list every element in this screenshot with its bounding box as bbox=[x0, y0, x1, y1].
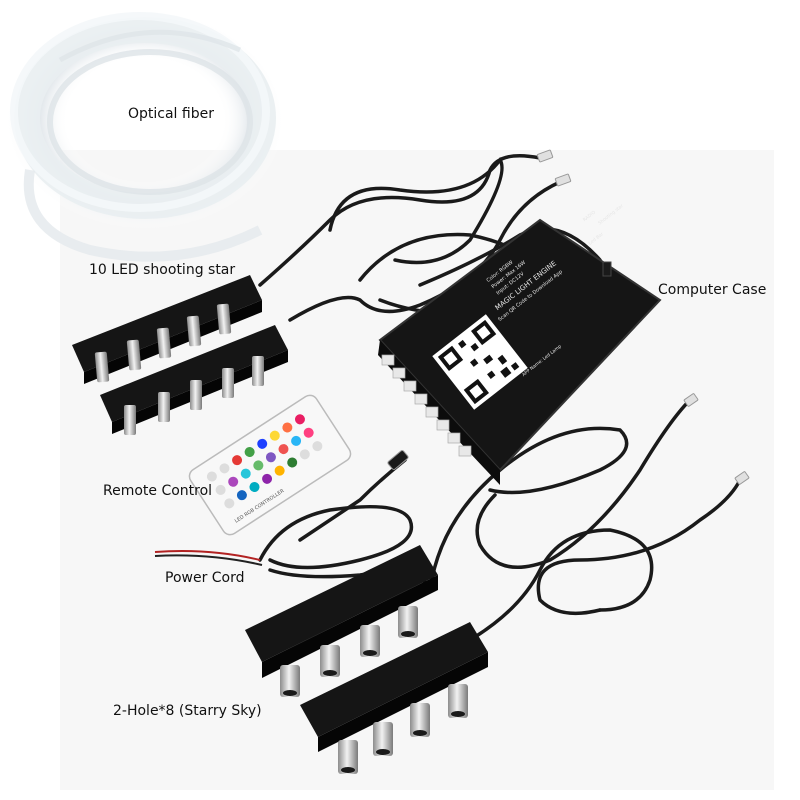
optical-fiber-coil bbox=[5, 10, 285, 262]
starry-sky-bar-2 bbox=[300, 622, 488, 774]
starry-sky-bar-1 bbox=[245, 545, 438, 697]
qr-code bbox=[432, 314, 528, 410]
starry-sky-label: 2-Hole*8 (Starry Sky) bbox=[113, 703, 262, 719]
red-wire bbox=[154, 550, 261, 561]
shooting-star-bar-2 bbox=[100, 325, 288, 435]
power-cord-label: Power Cord bbox=[165, 570, 245, 586]
connector-plugs bbox=[387, 149, 750, 485]
shooting-star-label: 10 LED shooting star bbox=[89, 262, 236, 278]
remote-control-label: Remote Control bbox=[103, 483, 213, 499]
optical-fiber-label: Optical fiber bbox=[128, 106, 214, 122]
controller-box: MAGIC LIGHT ENGINE Input: DC12V Power: M… bbox=[378, 203, 662, 485]
computer-case-label: Computer Case bbox=[658, 282, 767, 298]
remote-control: LED RGB CONTROLLER bbox=[188, 394, 352, 536]
black-wire bbox=[154, 554, 263, 566]
shooting-star-bar-1 bbox=[72, 275, 262, 384]
controller-radio: RADIO bbox=[582, 209, 597, 223]
controller-shooting: Shooting star bbox=[597, 203, 625, 226]
controller-led-bar: Led Bar bbox=[588, 231, 605, 246]
